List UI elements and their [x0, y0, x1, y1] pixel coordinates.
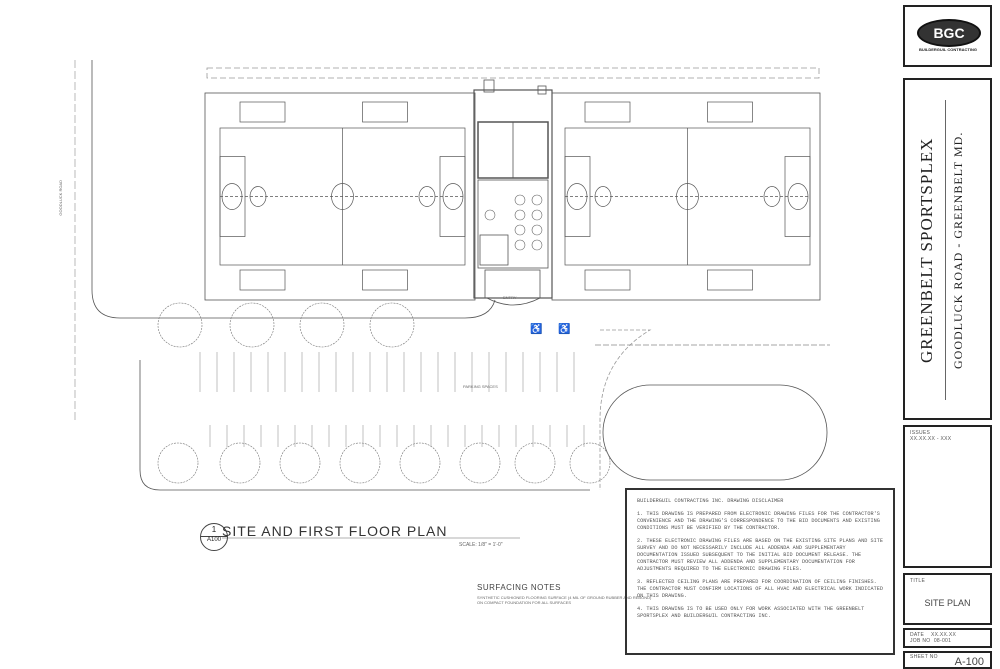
small-circle [594, 186, 612, 207]
plan-number: 1 [201, 524, 227, 537]
job-value: 08-001 [933, 638, 952, 644]
date-label: DATE [910, 632, 925, 638]
building-outline [473, 89, 553, 299]
entry-vestibule [484, 269, 541, 299]
table-icon [484, 209, 496, 221]
table-icon [531, 224, 543, 236]
table-icon [514, 194, 526, 206]
disclaimer-note: 3. REFLECTED CEILING PLANS ARE PREPARED … [637, 579, 883, 599]
penalty-box [564, 156, 591, 237]
small-circle [418, 186, 436, 207]
company-logo-subtext: BUILDERGUIL CONTRACTING [919, 47, 977, 52]
property-line [206, 67, 820, 79]
table-icon [531, 239, 543, 251]
issues-value: XX.XX.XX - XXX [910, 436, 952, 442]
drawing-disclaimer: BUILDERGUIL CONTRACTING INC. DRAWING DIS… [625, 488, 895, 655]
title-label: TITLE [910, 578, 926, 584]
goal-area [707, 269, 753, 291]
sheet-title: SITE PLAN [924, 598, 971, 608]
logo-box: BGC BUILDERGUIL CONTRACTING [903, 5, 992, 67]
plan-reference-bubble: 1 A100 [200, 523, 228, 551]
goal-area [362, 101, 408, 123]
table-icon [514, 209, 526, 221]
project-name: GREENBELT SPORTSPLEX [917, 137, 936, 363]
tree-icon [157, 302, 203, 348]
parking-label: PARKING SPACES [463, 384, 498, 389]
turnaround-island [602, 384, 828, 481]
tree-icon [369, 302, 415, 348]
office [479, 234, 509, 266]
job-label: JOB NO [910, 638, 931, 644]
disclaimer-note: 4. THIS DRAWING IS TO BE USED ONLY FOR W… [637, 606, 865, 619]
plan-title: SITE AND FIRST FLOOR PLAN [222, 523, 448, 539]
goal-circle [787, 183, 809, 210]
goal-area [362, 269, 408, 291]
center-circle [331, 183, 354, 210]
tree-icon [569, 442, 611, 484]
tree-icon [279, 442, 321, 484]
small-circle [249, 186, 267, 207]
table-icon [514, 239, 526, 251]
sheet-number: A-100 [954, 656, 984, 668]
access-road-outer [91, 60, 496, 319]
divider [945, 100, 946, 400]
tree-icon [514, 442, 556, 484]
tree-icon [157, 442, 199, 484]
curb [599, 329, 652, 490]
tree-icon [229, 302, 275, 348]
date-box: DATE XX.XX.XX JOB NO 08-001 [903, 628, 992, 648]
goal-circle [442, 183, 464, 210]
goal-area [584, 269, 631, 291]
tree-icon [339, 442, 381, 484]
goal-circle [221, 183, 243, 210]
project-location: GOODLUCK ROAD - GREENBELT MD. [951, 131, 965, 369]
tree-icon [459, 442, 501, 484]
goal-area [239, 269, 286, 291]
title-box: TITLE SITE PLAN [903, 573, 992, 625]
surfacing-notes-body: SYNTHETIC CUSHIONED FLOORING SURFACE (4 … [477, 595, 652, 605]
tree-icon [299, 302, 345, 348]
penalty-box [219, 156, 246, 237]
company-logo: BGC [917, 19, 981, 47]
stair [483, 79, 495, 93]
accessible-parking-icon: ♿ [558, 322, 570, 335]
table-icon [531, 194, 543, 206]
goal-area [584, 101, 631, 123]
disclaimer-heading: BUILDERGUIL CONTRACTING INC. DRAWING DIS… [637, 498, 784, 504]
access-road-inner [139, 360, 590, 491]
road-label: GOODLUCK ROAD [58, 180, 63, 216]
lobby [477, 179, 549, 269]
issues-label: ISSUES [910, 430, 931, 436]
goal-circle [566, 183, 588, 210]
table-icon [531, 209, 543, 221]
sheet-label: SHEET NO [910, 654, 938, 660]
center-circle [676, 183, 699, 210]
disclaimer-note: 2. THESE ELECTRONIC DRAWING FILES ARE BA… [637, 538, 883, 572]
goal-area [239, 101, 286, 123]
plan-sheet-ref: A100 [206, 537, 221, 543]
issues-box: ISSUES XX.XX.XX - XXX [903, 425, 992, 568]
penalty-box [439, 156, 466, 237]
tree-icon [399, 442, 441, 484]
small-circle [763, 186, 781, 207]
tree-icon [219, 442, 261, 484]
accessible-parking-icon: ♿ [530, 322, 542, 335]
entry-canopy [486, 297, 541, 306]
disclaimer-note: 1. THIS DRAWING IS PREPARED FROM ELECTRO… [637, 511, 880, 531]
goal-area [707, 101, 753, 123]
field-block-left [204, 92, 476, 301]
penalty-box [784, 156, 811, 237]
project-box: GREENBELT SPORTSPLEX GOODLUCK ROAD - GRE… [903, 78, 992, 420]
plan-scale: SCALE: 1/8" = 1'-0" [459, 542, 503, 548]
entry-label: ENTRY [503, 295, 517, 300]
table-icon [514, 224, 526, 236]
sheet-box: SHEET NO A-100 [903, 651, 992, 669]
date-value: XX.XX.XX [930, 632, 957, 638]
surfacing-notes-heading: SURFACING NOTES [477, 583, 561, 592]
